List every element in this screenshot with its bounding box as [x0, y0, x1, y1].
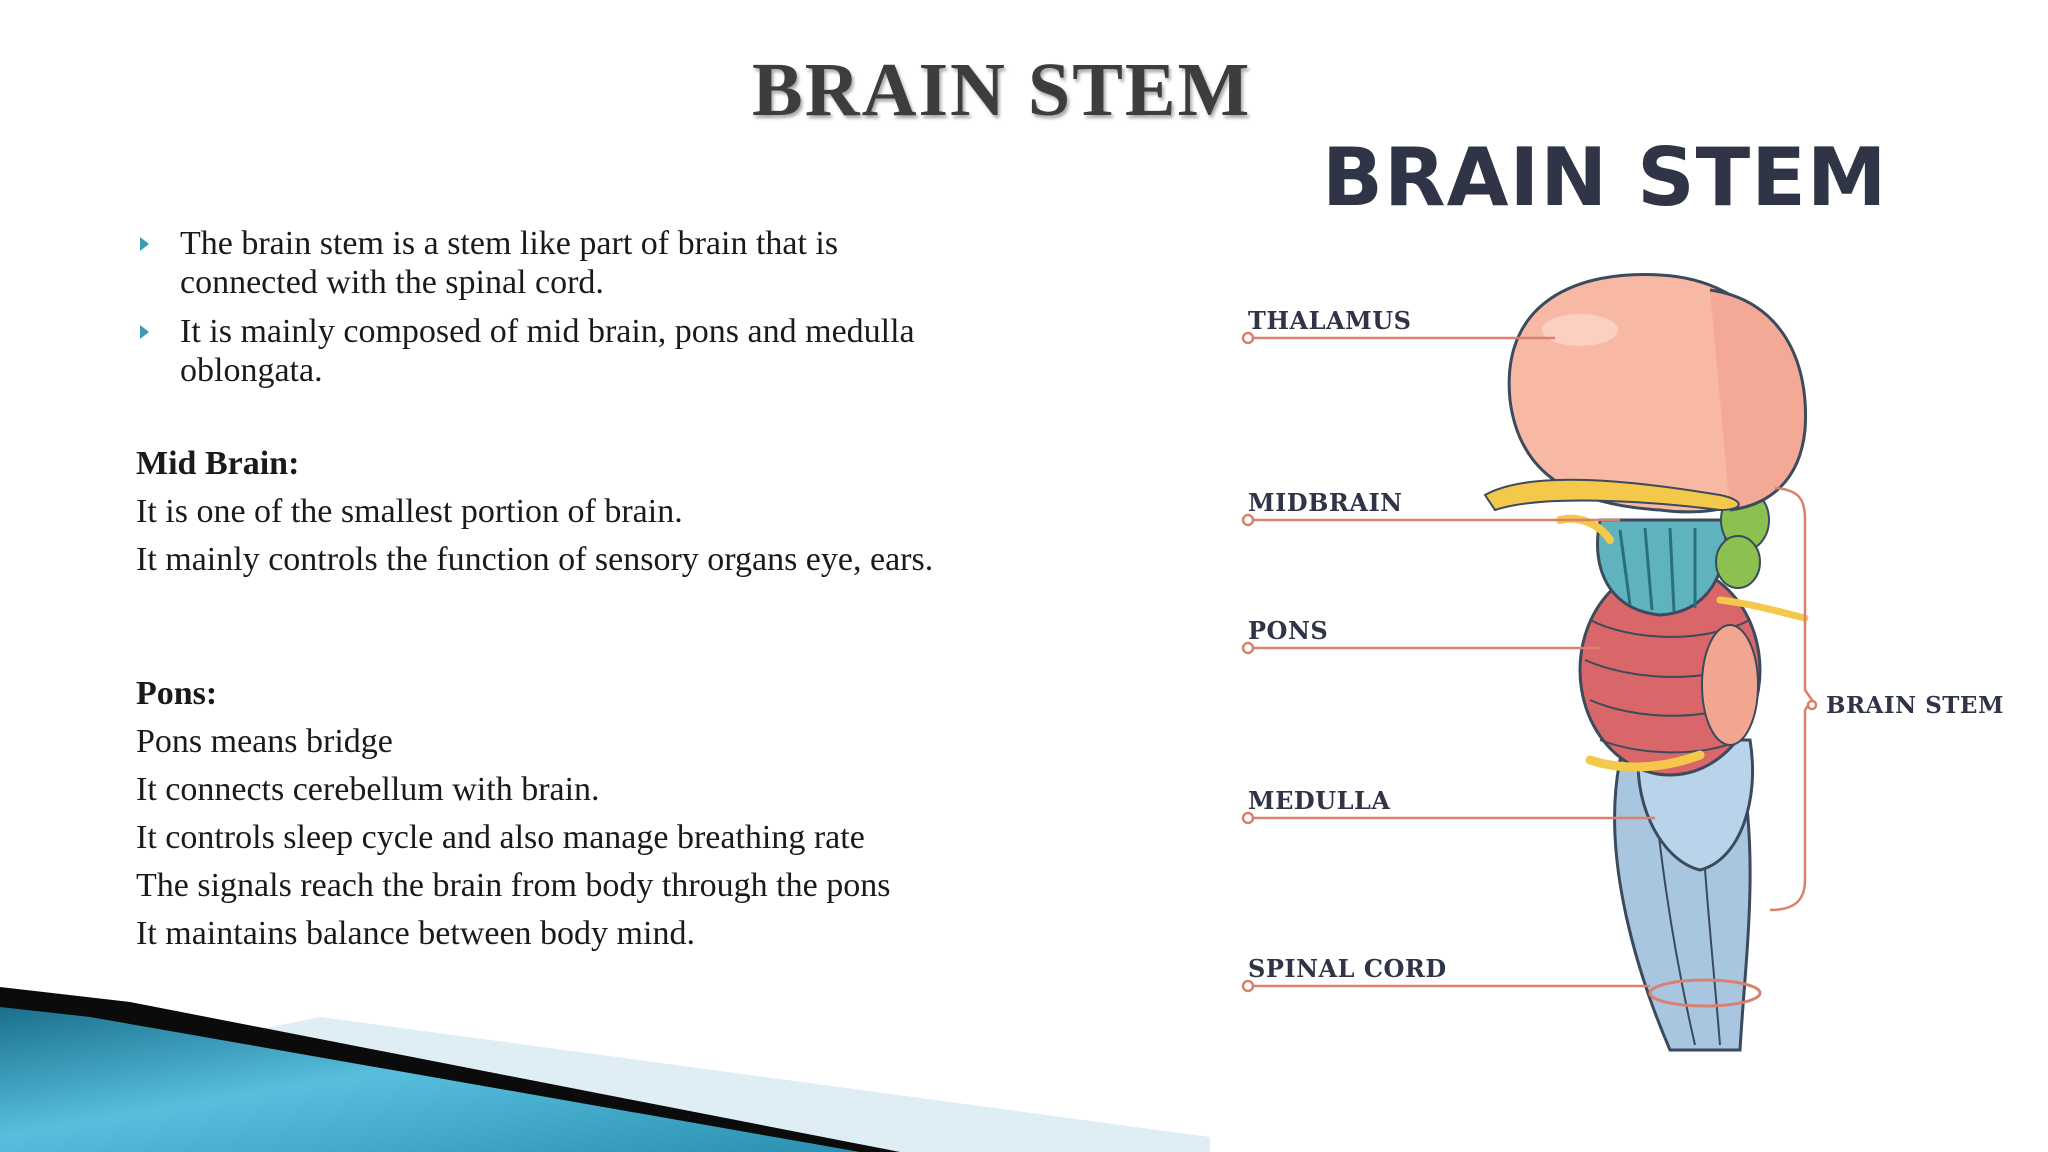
bullet-item: The brain stem is a stem like part of br…: [136, 224, 936, 302]
mid-brain-line: It is one of the smallest portion of bra…: [136, 493, 683, 530]
bullet-item: It is mainly composed of mid brain, pons…: [136, 312, 936, 390]
pons-line: It connects cerebellum with brain.: [136, 771, 600, 808]
label-thalamus: THALAMUS: [1248, 306, 1412, 335]
bullet-arrow-icon: [140, 237, 149, 251]
label-pons: PONS: [1248, 616, 1329, 645]
mid-brain-line: It mainly controls the function of senso…: [136, 541, 934, 578]
pons-line: It controls sleep cycle and also manage …: [136, 819, 865, 856]
bullet-arrow-icon: [140, 325, 149, 339]
bullet-list: The brain stem is a stem like part of br…: [136, 224, 936, 400]
mid-brain-heading: Mid Brain:: [136, 445, 300, 482]
slide-title: BRAIN STEM: [752, 48, 1252, 132]
label-medulla: MEDULLA: [1248, 786, 1391, 815]
label-midbrain: MIDBRAIN: [1248, 488, 1403, 517]
pons-heading: Pons:: [136, 675, 218, 712]
spinal-cord-ring: [1648, 978, 1762, 1008]
bullet-text: It is mainly composed of mid brain, pons…: [180, 313, 915, 389]
brain-stem-diagram: BRAIN STEM: [1200, 100, 2020, 1100]
pons-line: The signals reach the brain from body th…: [136, 867, 891, 904]
corner-decoration: [0, 987, 1210, 1152]
bullet-text: The brain stem is a stem like part of br…: [180, 225, 839, 301]
pons-section: Pons: Pons means bridge It connects cere…: [136, 674, 956, 962]
pons-line: It maintains balance between body mind.: [136, 915, 695, 952]
mid-brain-section: Mid Brain: It is one of the smallest por…: [136, 444, 956, 588]
diagram-title: BRAIN STEM: [1322, 131, 1888, 224]
label-brain-stem: BRAIN STEM: [1826, 692, 2004, 719]
pons-line: Pons means bridge: [136, 723, 393, 760]
label-spinal-cord: SPINAL CORD: [1248, 954, 1447, 983]
brain-stem-illustration: [1241, 272, 1818, 1052]
